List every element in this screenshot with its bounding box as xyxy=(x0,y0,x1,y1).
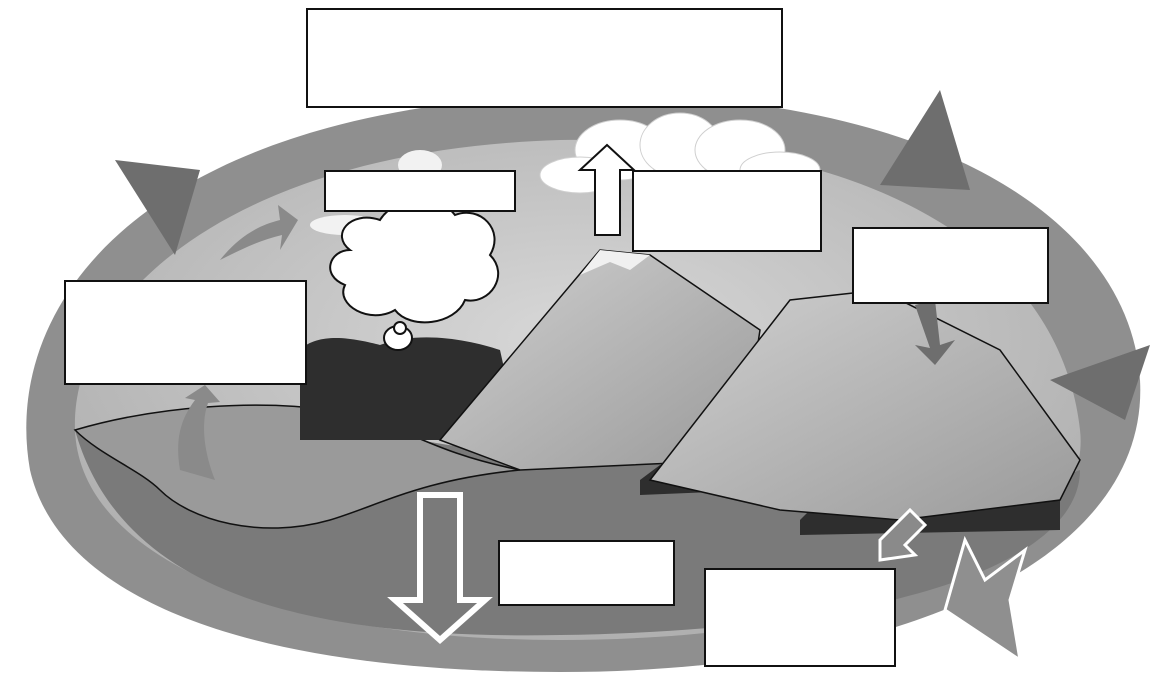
label-box-bottom-right[interactable] xyxy=(704,568,896,667)
label-box-bottom-center[interactable] xyxy=(498,540,675,606)
label-box-top-center[interactable] xyxy=(306,8,783,108)
label-box-right[interactable] xyxy=(852,227,1049,304)
label-box-middle-right[interactable] xyxy=(632,170,822,252)
label-box-upper-left-small[interactable] xyxy=(324,170,516,212)
label-box-left[interactable] xyxy=(64,280,307,385)
